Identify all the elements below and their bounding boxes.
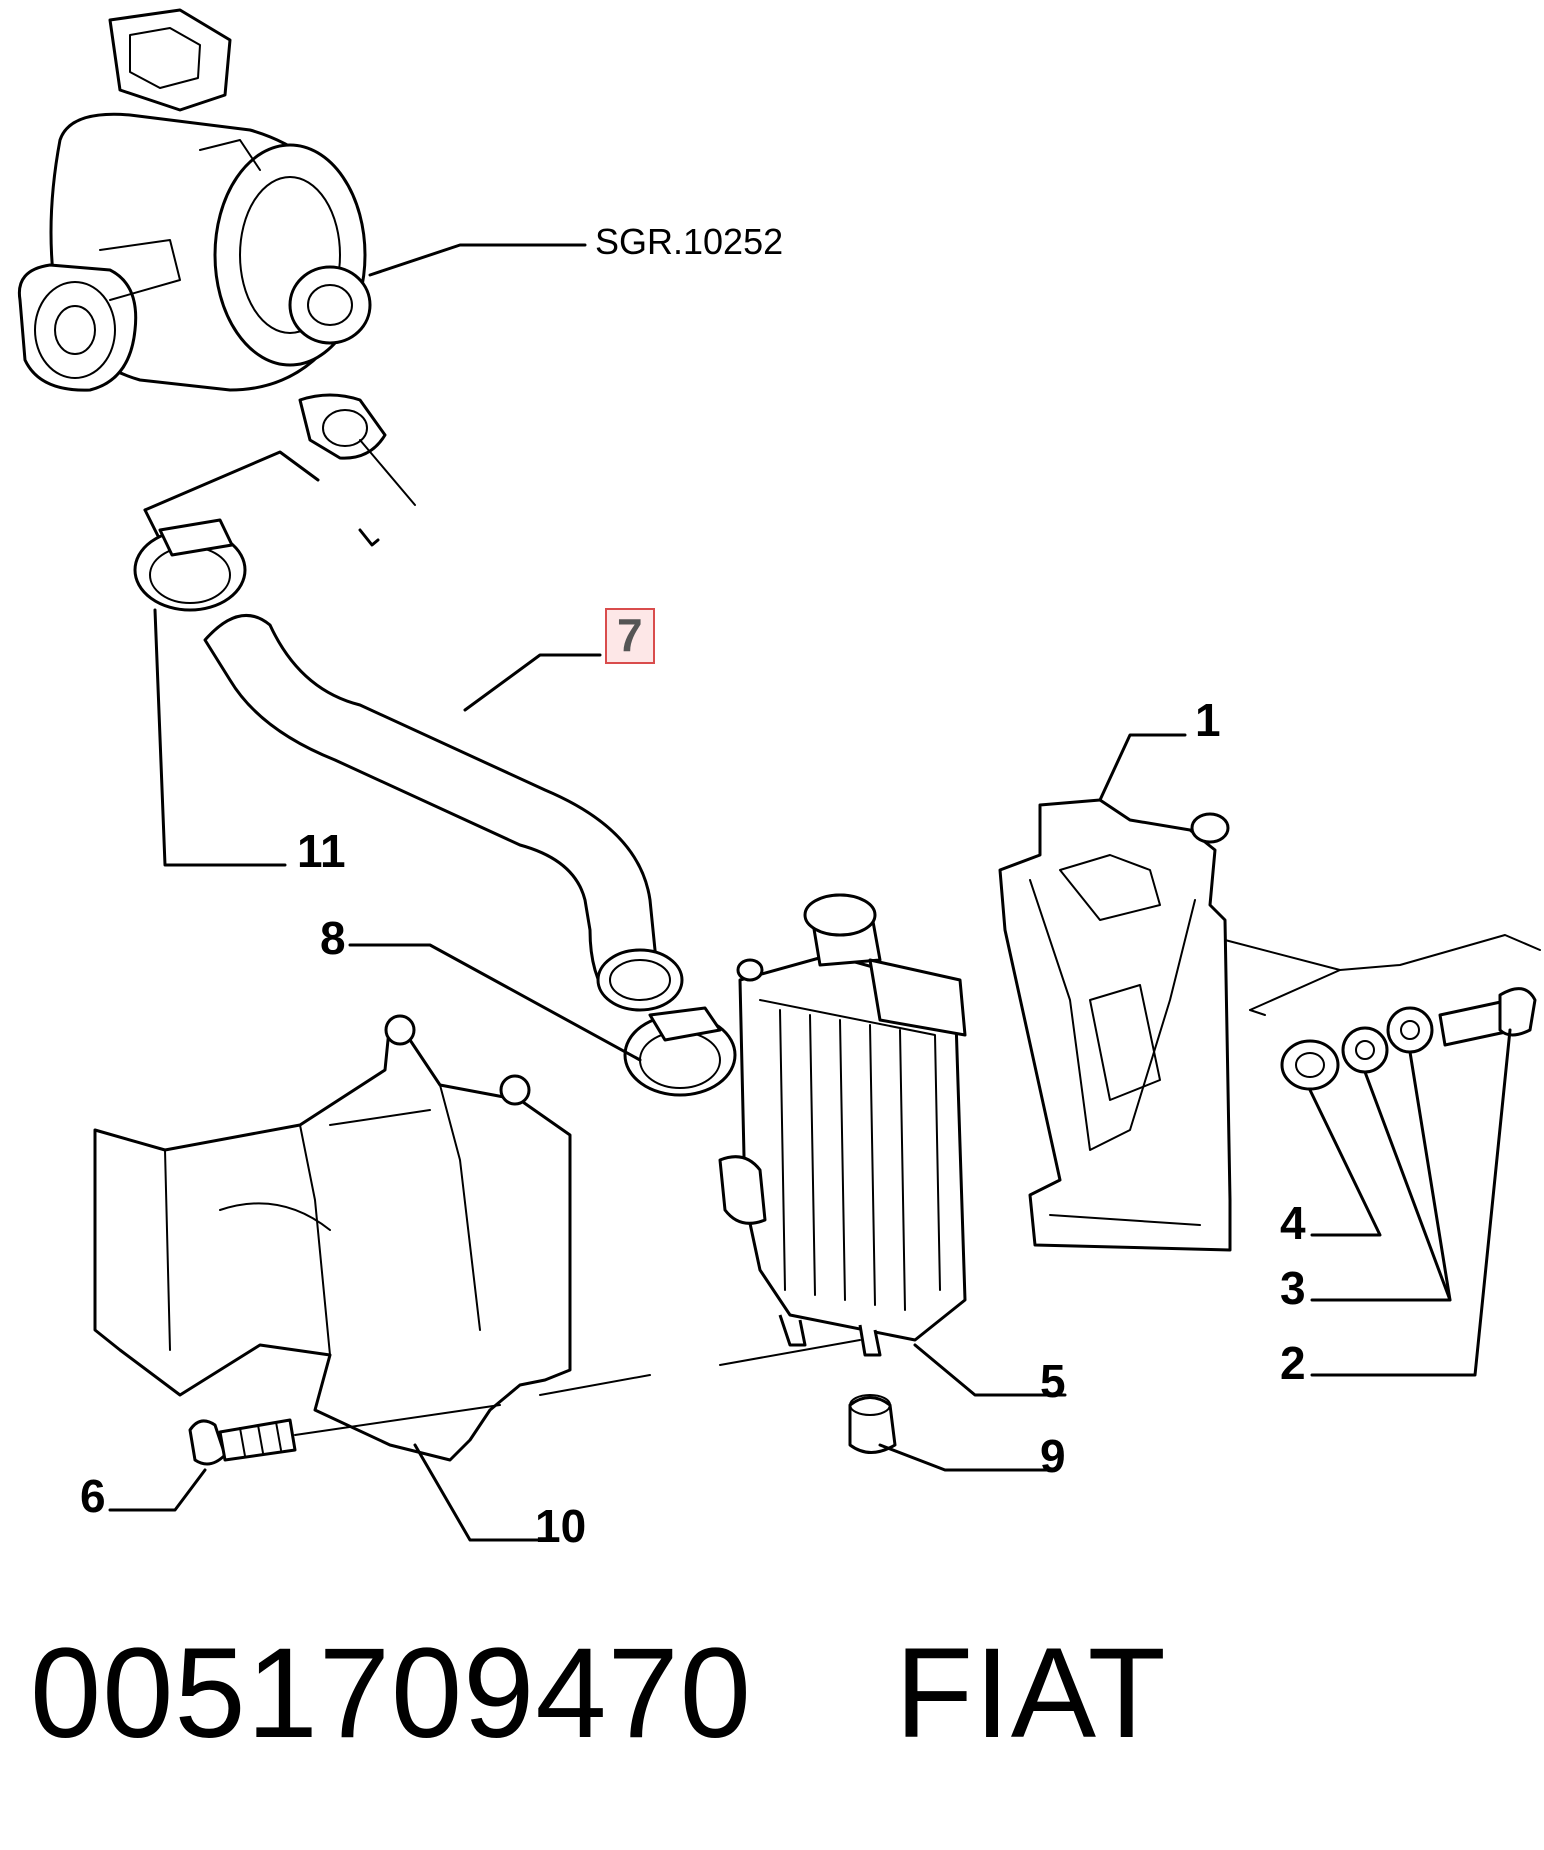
centerline-intercooler (719, 1339, 861, 1366)
centerline-shroud (539, 1374, 651, 1396)
leader-4 (1308, 1088, 1382, 1237)
callout-2[interactable]: 2 (1280, 1337, 1306, 1389)
washer-part-b (1386, 1006, 1434, 1054)
callout-3[interactable]: 3 (1280, 1262, 1306, 1314)
hose-clamp-lower (623, 1006, 737, 1097)
rubber-mount-part (848, 1394, 897, 1454)
hose-clamp-upper (133, 518, 247, 612)
callout-8[interactable]: 8 (320, 912, 346, 964)
leader-11 (153, 608, 287, 867)
bolt-part (1438, 987, 1537, 1047)
leader-2 (1310, 1028, 1512, 1377)
turbocharger-part (17, 8, 416, 506)
bracket-line-tick (358, 528, 380, 547)
leader-1 (1098, 733, 1187, 802)
reference-label: SGR.10252 (595, 221, 784, 262)
callout-11[interactable]: 11 (297, 825, 346, 877)
leader-3 (1310, 1070, 1452, 1302)
callout-4[interactable]: 4 (1280, 1197, 1306, 1249)
callout-6[interactable]: 6 (80, 1470, 106, 1522)
air-shroud-part (93, 1014, 572, 1462)
leader-7 (463, 653, 602, 712)
leader-3b (1408, 1050, 1452, 1302)
leader-5 (913, 1343, 1067, 1397)
part-number: 0051709470 (30, 1622, 752, 1765)
bracket-line-left (143, 508, 162, 542)
leader-6 (108, 1468, 207, 1512)
brand-name: FIAT (895, 1622, 1167, 1765)
bracket-line-b (1249, 1009, 1266, 1016)
leader-9 (878, 1443, 1057, 1472)
leader-8 (348, 943, 642, 1062)
intercooler-part (718, 893, 967, 1357)
callout-9[interactable]: 9 (1040, 1430, 1066, 1482)
intercooler-hose-part (203, 613, 684, 1012)
callout-10[interactable]: 10 (535, 1500, 587, 1552)
callout-1[interactable]: 1 (1195, 694, 1221, 746)
callout-5[interactable]: 5 (1040, 1355, 1066, 1407)
bracket-line-upper (143, 450, 320, 512)
callout-7-highlighted[interactable]: 7 (605, 608, 655, 664)
bracket-line-c (1339, 934, 1541, 971)
bracket-line-a (1224, 939, 1341, 1011)
nut-part (1280, 1039, 1340, 1091)
bracket-part (998, 798, 1232, 1252)
screw-part (188, 1418, 297, 1466)
leader-sgr (368, 243, 587, 277)
washer-part-a (1341, 1026, 1389, 1074)
leader-10 (413, 1443, 547, 1542)
centerline-screw (294, 1404, 501, 1436)
